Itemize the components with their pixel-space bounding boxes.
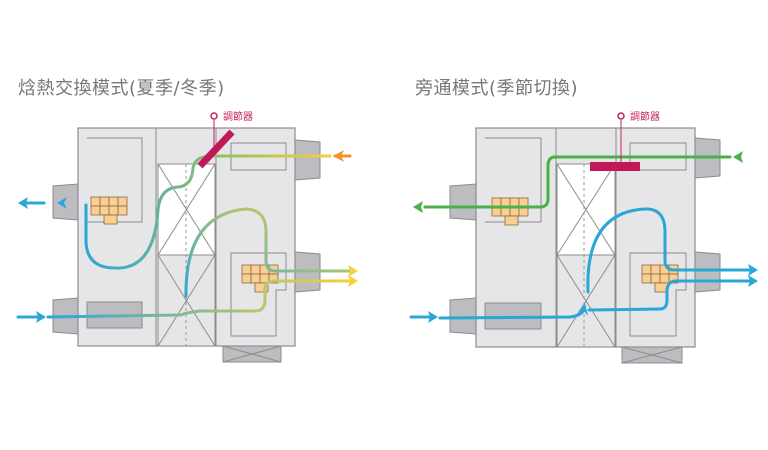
damper-diagonal: [197, 129, 235, 169]
airflow-bypass: [409, 155, 752, 320]
damper-horizontal: [590, 162, 640, 171]
unit-bypass: [449, 127, 721, 364]
duct: [294, 139, 321, 181]
flow-supply-loop: [586, 207, 752, 294]
regulator-pin-icon: [210, 112, 218, 120]
arrow-heads-1: [18, 150, 358, 323]
filter-icon: [491, 197, 529, 226]
duct: [694, 251, 721, 293]
flow-supply: [438, 308, 586, 320]
flow-supply-loop: [184, 207, 352, 298]
regulator-label: 調節器: [223, 112, 253, 123]
filter-icon: [90, 196, 128, 225]
duct: [449, 297, 477, 335]
regulator-label: 調節器: [630, 112, 660, 123]
regulator-pin-icon: [617, 112, 625, 120]
heat-exchange-mode-title: 焓熱交換模式(夏季/冬季): [18, 78, 225, 99]
flow-bypass: [423, 155, 732, 209]
flow-supply: [46, 279, 352, 319]
flow-exhaust: [84, 154, 332, 270]
flow-supply-out: [587, 279, 752, 312]
duct: [449, 183, 477, 221]
arrow-heads-2: [413, 151, 758, 323]
duct: [52, 183, 79, 221]
bypass-mode-title: 旁通模式(季節切換): [415, 78, 579, 99]
unit-heat-exchange: [52, 127, 321, 363]
